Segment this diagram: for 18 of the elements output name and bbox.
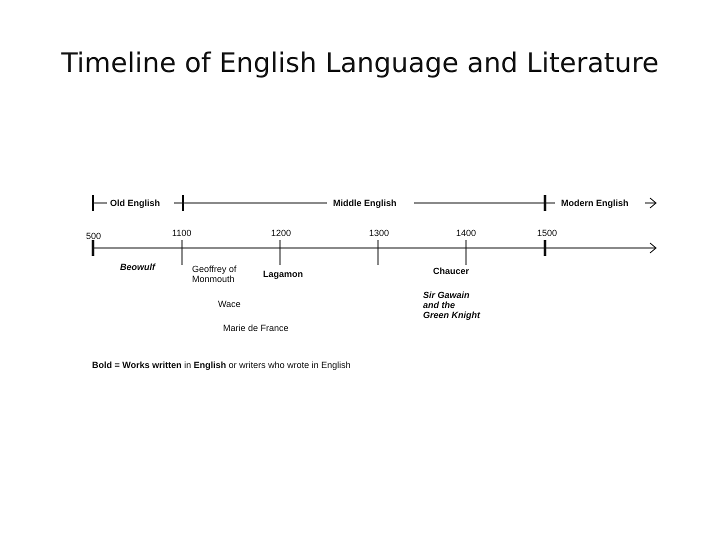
work-title: Sir Gawain and the Green Knight — [423, 290, 482, 320]
year-label: 1500 — [537, 228, 558, 238]
year-label: 1200 — [271, 228, 292, 238]
year-label: 1400 — [456, 228, 476, 238]
author-name: Wace — [218, 299, 241, 309]
era-label: Old English — [110, 198, 160, 208]
author-name: Chaucer — [433, 266, 470, 276]
era-label: Middle English — [333, 198, 397, 208]
legend-note: Bold = Works written in English or writers who wrote in English — [92, 360, 351, 370]
year-label: 1300 — [369, 228, 390, 238]
title: Timeline of English Language and Literature — [60, 48, 660, 79]
author-name: Lagamon — [263, 269, 304, 279]
year-label: 1100 — [172, 228, 192, 238]
work-title: Beowulf — [120, 262, 155, 272]
author-name: Marie de France — [223, 323, 289, 333]
year-label: 500 — [86, 231, 102, 241]
era-label: Modern English — [561, 198, 628, 208]
author-name: Geoffrey of Monmouth — [192, 264, 238, 284]
